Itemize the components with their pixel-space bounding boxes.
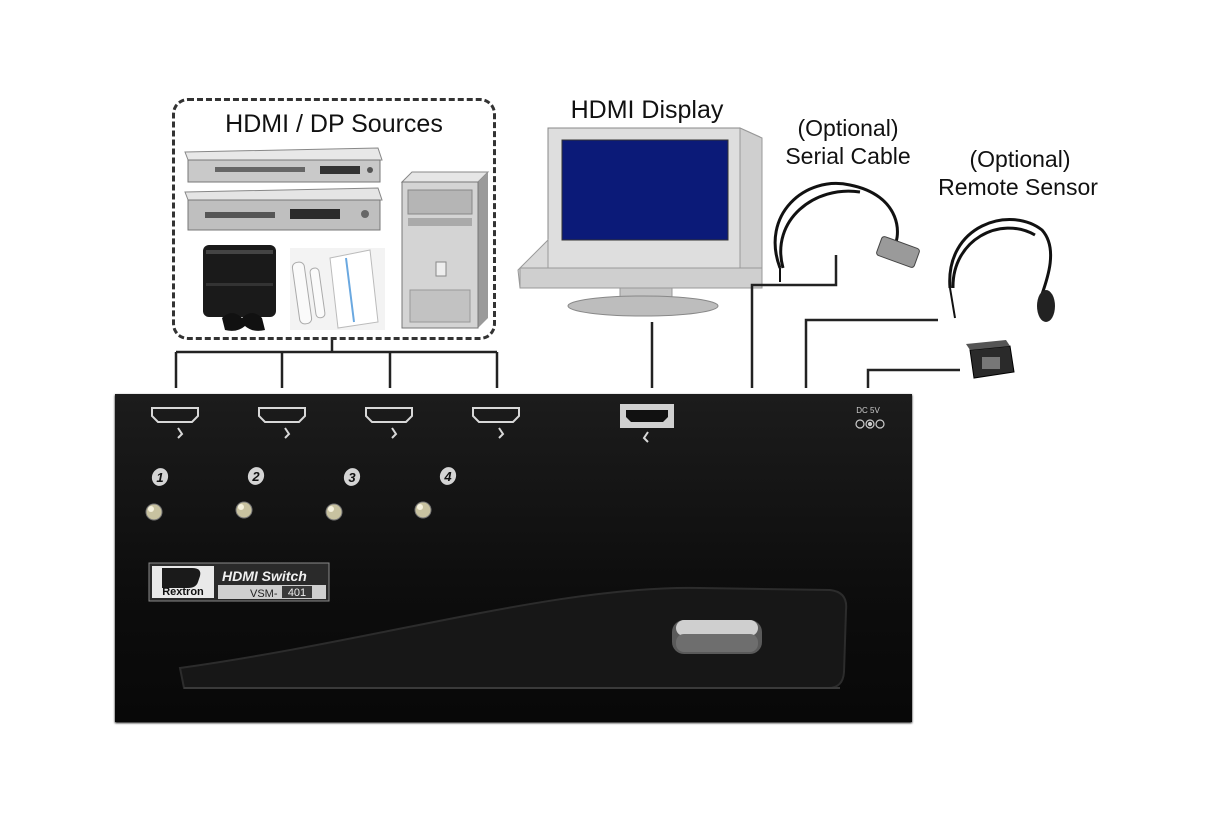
port-1-number: 1 [156,470,163,485]
model-prefix: VSM- [250,588,278,600]
port-3-number: 3 [348,470,356,485]
hdmi-output-port-icon [620,404,674,443]
power-adapter-icon [966,340,1015,379]
port-3-led [325,503,343,521]
port-4-badge [439,467,457,485]
selector-button [672,620,762,654]
front-curved-panel [178,586,848,689]
serial-cable-label-line1: (Optional) [797,115,899,141]
sources-title: HDMI / DP Sources [225,110,443,138]
hdmi-input-port-3-icon [365,407,413,439]
rextron-logo-icon [162,568,201,588]
remote-sensor-icon [948,218,1053,319]
wii-console-icon [290,248,385,330]
dvd-player-icon [184,147,383,183]
blu-ray-player-icon [184,187,383,231]
serial-connection-line [750,255,838,388]
model-number: 401 [288,587,306,599]
serial-cable-icon [773,182,899,282]
port-3-badge [343,468,361,486]
port-4-number: 4 [443,469,452,484]
port-1-badge [151,468,169,486]
hdmi-display-icon [517,127,764,317]
dc-power-jack-icon [855,419,885,429]
power-connection-line [866,368,960,388]
hdmi-input-port-2-icon [258,407,306,439]
hdmi-input-port-4-icon [472,407,520,439]
product-name: HDMI Switch [222,568,307,584]
power-label: DC 5V [856,406,880,415]
port-2-led [235,501,253,519]
display-title: HDMI Display [570,96,724,124]
brand-name: Rextron [162,586,204,598]
pc-tower-icon [400,171,490,329]
source-connection-lines [174,340,499,388]
port-1-led [145,503,163,521]
port-2-badge [247,467,265,485]
remote-connection-line [804,318,938,388]
ir-sensor-head-icon [1037,290,1055,322]
port-2-number: 2 [251,469,260,484]
db9-connector-icon [876,236,920,268]
hdmi-input-port-1-icon [151,407,199,439]
remote-sensor-label-line1: (Optional) [969,146,1071,172]
game-console-icon [203,245,276,331]
serial-cable-label-line2: Serial Cable [785,143,911,169]
brand-plate: Rextron HDMI Switch VSM- 401 [148,562,330,602]
display-screen [561,139,729,241]
sources-group-box [172,98,496,340]
remote-sensor-label-line2: Remote Sensor [938,174,1098,200]
port-4-led [414,501,432,519]
